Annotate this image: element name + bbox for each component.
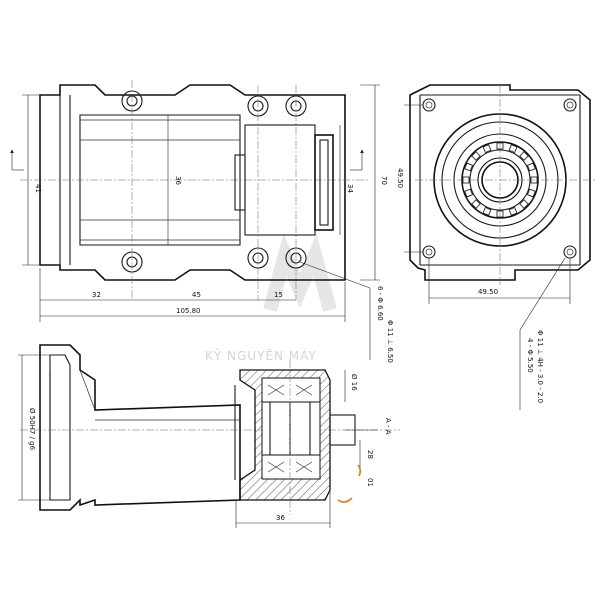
bearing-roller [471, 151, 481, 161]
bearing-roller [464, 162, 474, 172]
bearing-roller [471, 199, 481, 209]
bearing-roller [464, 188, 474, 198]
side-note-holes: 4 - Φ 5.50 [526, 338, 534, 373]
dim-section-small: 01 [366, 478, 374, 487]
dim-34: 34 [346, 184, 354, 193]
dim-15: 15 [274, 291, 283, 299]
watermark-text: KỸ NGUYÊN MÁY [205, 348, 317, 363]
section-view [20, 344, 400, 515]
dim-section-pitch: 28 [366, 450, 374, 459]
bearing-roller [519, 151, 529, 161]
side-dimensions: 49.50 49.50 4 - Φ 5.50 Φ 11 ⊥ 4H - 3.0 -… [396, 104, 571, 410]
front-dimensions: 41 36 34 70 32 45 15 105.80 6 - Φ 6.60 Φ… [22, 84, 394, 363]
dim-41: 41 [34, 184, 42, 193]
dim-section-bottom: 36 [276, 514, 285, 522]
bearing-roller [519, 199, 529, 209]
note-counterbore: Φ 11 ⊥ 6.50 [386, 320, 394, 363]
dim-70: 70 [380, 176, 388, 185]
dim-section-bearing: Ø 16 [350, 374, 358, 391]
bearing-roller [482, 144, 492, 154]
dim-side-height: 49.50 [396, 168, 404, 188]
side-note-thread: Φ 11 ⊥ 4H - 3.0 - 2.0 [536, 330, 544, 403]
section-dimensions: Ø 50H7 / g6 Ø 16 36 28 01 A - A [18, 354, 392, 528]
side-view [409, 84, 595, 285]
dim-36: 36 [174, 176, 182, 185]
bearing-roller [482, 206, 492, 216]
dim-32: 32 [92, 291, 101, 299]
note-holes: 6 - Φ 6.60 [376, 286, 384, 321]
bearing-roller [508, 206, 518, 216]
bearing-roller [526, 162, 536, 172]
dim-section-od: Ø 50H7 / g6 [28, 408, 36, 451]
bearing-rollers [462, 142, 538, 218]
dim-105-80: 105.80 [176, 307, 201, 315]
bearing-roller [508, 144, 518, 154]
watermark: KỸ NGUYÊN MÁY [205, 233, 337, 363]
dim-side-width: 49.50 [478, 288, 498, 296]
dim-45: 45 [192, 291, 201, 299]
bearing-roller [526, 188, 536, 198]
front-view [10, 80, 370, 300]
section-mark: A - A [384, 418, 392, 435]
